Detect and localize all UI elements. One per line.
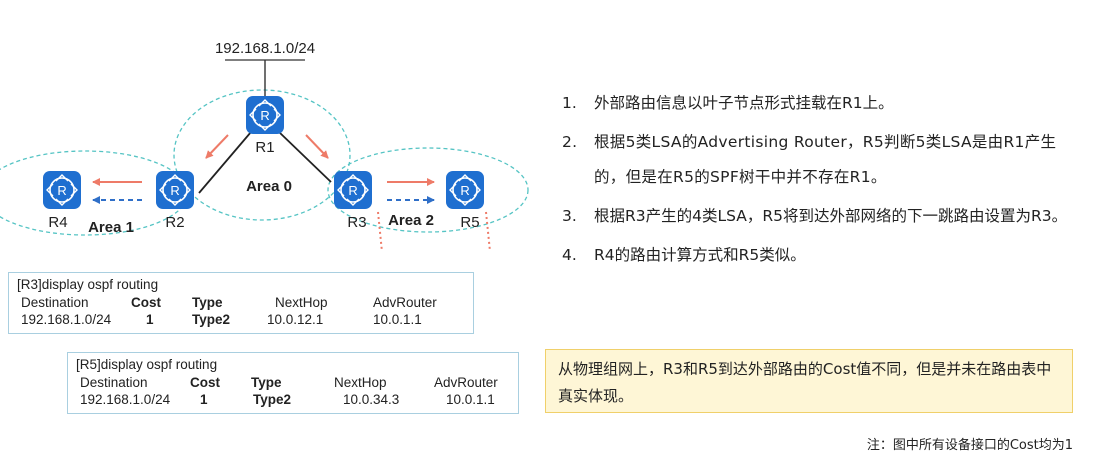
list-item: 3. 根据R3产生的4类LSA，R5将到达外部网络的下一跳路由设置为R3。 — [562, 199, 1082, 234]
callout-r3 — [377, 211, 383, 250]
link-r1-r2 — [198, 131, 252, 194]
r5-header-advrouter: AdvRouter — [434, 375, 498, 390]
area0-label: Area 0 — [246, 178, 292, 195]
list-item-number: 3. — [562, 207, 577, 225]
list-item: 1. 外部路由信息以叶子节点形式挂载在R1上。 — [562, 86, 1082, 121]
lsa-arrow-r1-r2 — [205, 134, 229, 159]
r3-value-nexthop: 10.0.12.1 — [267, 312, 324, 327]
r3-value-cost: 1 — [146, 312, 154, 327]
router-r5-label: R5 — [460, 214, 479, 231]
r3-value-type: Type2 — [192, 312, 231, 327]
area0-outline — [173, 89, 351, 221]
r5-routing-table: [R5]display ospf routing Destination Cos… — [67, 352, 519, 414]
router-r2-icon — [155, 170, 195, 210]
list-item: 2. 根据5类LSA的Advertising Router，R5判断5类LSA是由… — [562, 125, 1082, 195]
r5-value-nexthop: 10.0.34.3 — [343, 392, 400, 407]
r5-header-type: Type — [251, 375, 282, 390]
area1-label: Area 1 — [88, 219, 134, 236]
list-item-text: 根据R3产生的4类LSA，R5将到达外部网络的下一跳路由设置为R3。 — [594, 207, 1068, 225]
list-item-text: R4的路由计算方式和R5类似。 — [594, 246, 806, 264]
r3-command: [R3]display ospf routing — [17, 277, 159, 292]
r5-header-cost: Cost — [190, 375, 220, 390]
r5-value-type: Type2 — [253, 392, 292, 407]
lsa-arrow-r1-r3 — [305, 134, 329, 159]
router-r2-label: R2 — [165, 214, 184, 231]
r5-header-destination: Destination — [80, 375, 148, 390]
list-item-text: 外部路由信息以叶子节点形式挂载在R1上。 — [594, 94, 894, 112]
r3-header-destination: Destination — [21, 295, 89, 310]
router-r3-icon — [333, 170, 373, 210]
router-r4-icon — [42, 170, 82, 210]
area2-label: Area 2 — [388, 212, 434, 229]
r3-header-advrouter: AdvRouter — [373, 295, 437, 310]
explanation-list: 1. 外部路由信息以叶子节点形式挂载在R1上。 2. 根据5类LSA的Adverti… — [562, 86, 1082, 277]
r5-value-cost: 1 — [200, 392, 208, 407]
list-item-number: 1. — [562, 94, 577, 112]
ospf-topology-diagram: R 192.168.1.0/24 R1 R2 R3 R4 R5 Area 0 A… — [0, 40, 529, 250]
network-label: 192.168.1.0/24 — [215, 40, 315, 57]
highlight-note: 从物理组网上，R3和R5到达外部路由的Cost值不同，但是并未在路由表中真实体现… — [545, 349, 1073, 413]
list-item: 4. R4的路由计算方式和R5类似。 — [562, 238, 1082, 273]
list-item-number: 4. — [562, 246, 577, 264]
callout-r5 — [485, 211, 491, 250]
router-r1-label: R1 — [255, 139, 274, 156]
r3-header-cost: Cost — [131, 295, 161, 310]
r3-value-advrouter: 10.0.1.1 — [373, 312, 422, 327]
r3-value-destination: 192.168.1.0/24 — [21, 312, 112, 327]
router-r5-icon — [445, 170, 485, 210]
r3-routing-table: [R3]display ospf routing Destination Cos… — [8, 272, 474, 334]
link-r1-r3 — [278, 131, 332, 183]
router-r3-label: R3 — [347, 214, 366, 231]
r5-header-nexthop: NextHop — [334, 375, 387, 390]
r5-command: [R5]display ospf routing — [76, 357, 218, 372]
r3-header-type: Type — [192, 295, 223, 310]
footnote: 注：图中所有设备接口的Cost均为1 — [866, 438, 1073, 453]
router-r1-icon — [245, 95, 285, 135]
r3-header-nexthop: NextHop — [275, 295, 328, 310]
r5-value-destination: 192.168.1.0/24 — [80, 392, 171, 407]
router-r4-label: R4 — [48, 214, 67, 231]
area2-outline — [327, 147, 529, 233]
r5-value-advrouter: 10.0.1.1 — [446, 392, 495, 407]
list-item-text: 根据5类LSA的Advertising Router，R5判断5类LSA是由R1… — [594, 133, 1057, 186]
list-item-number: 2. — [562, 133, 578, 151]
